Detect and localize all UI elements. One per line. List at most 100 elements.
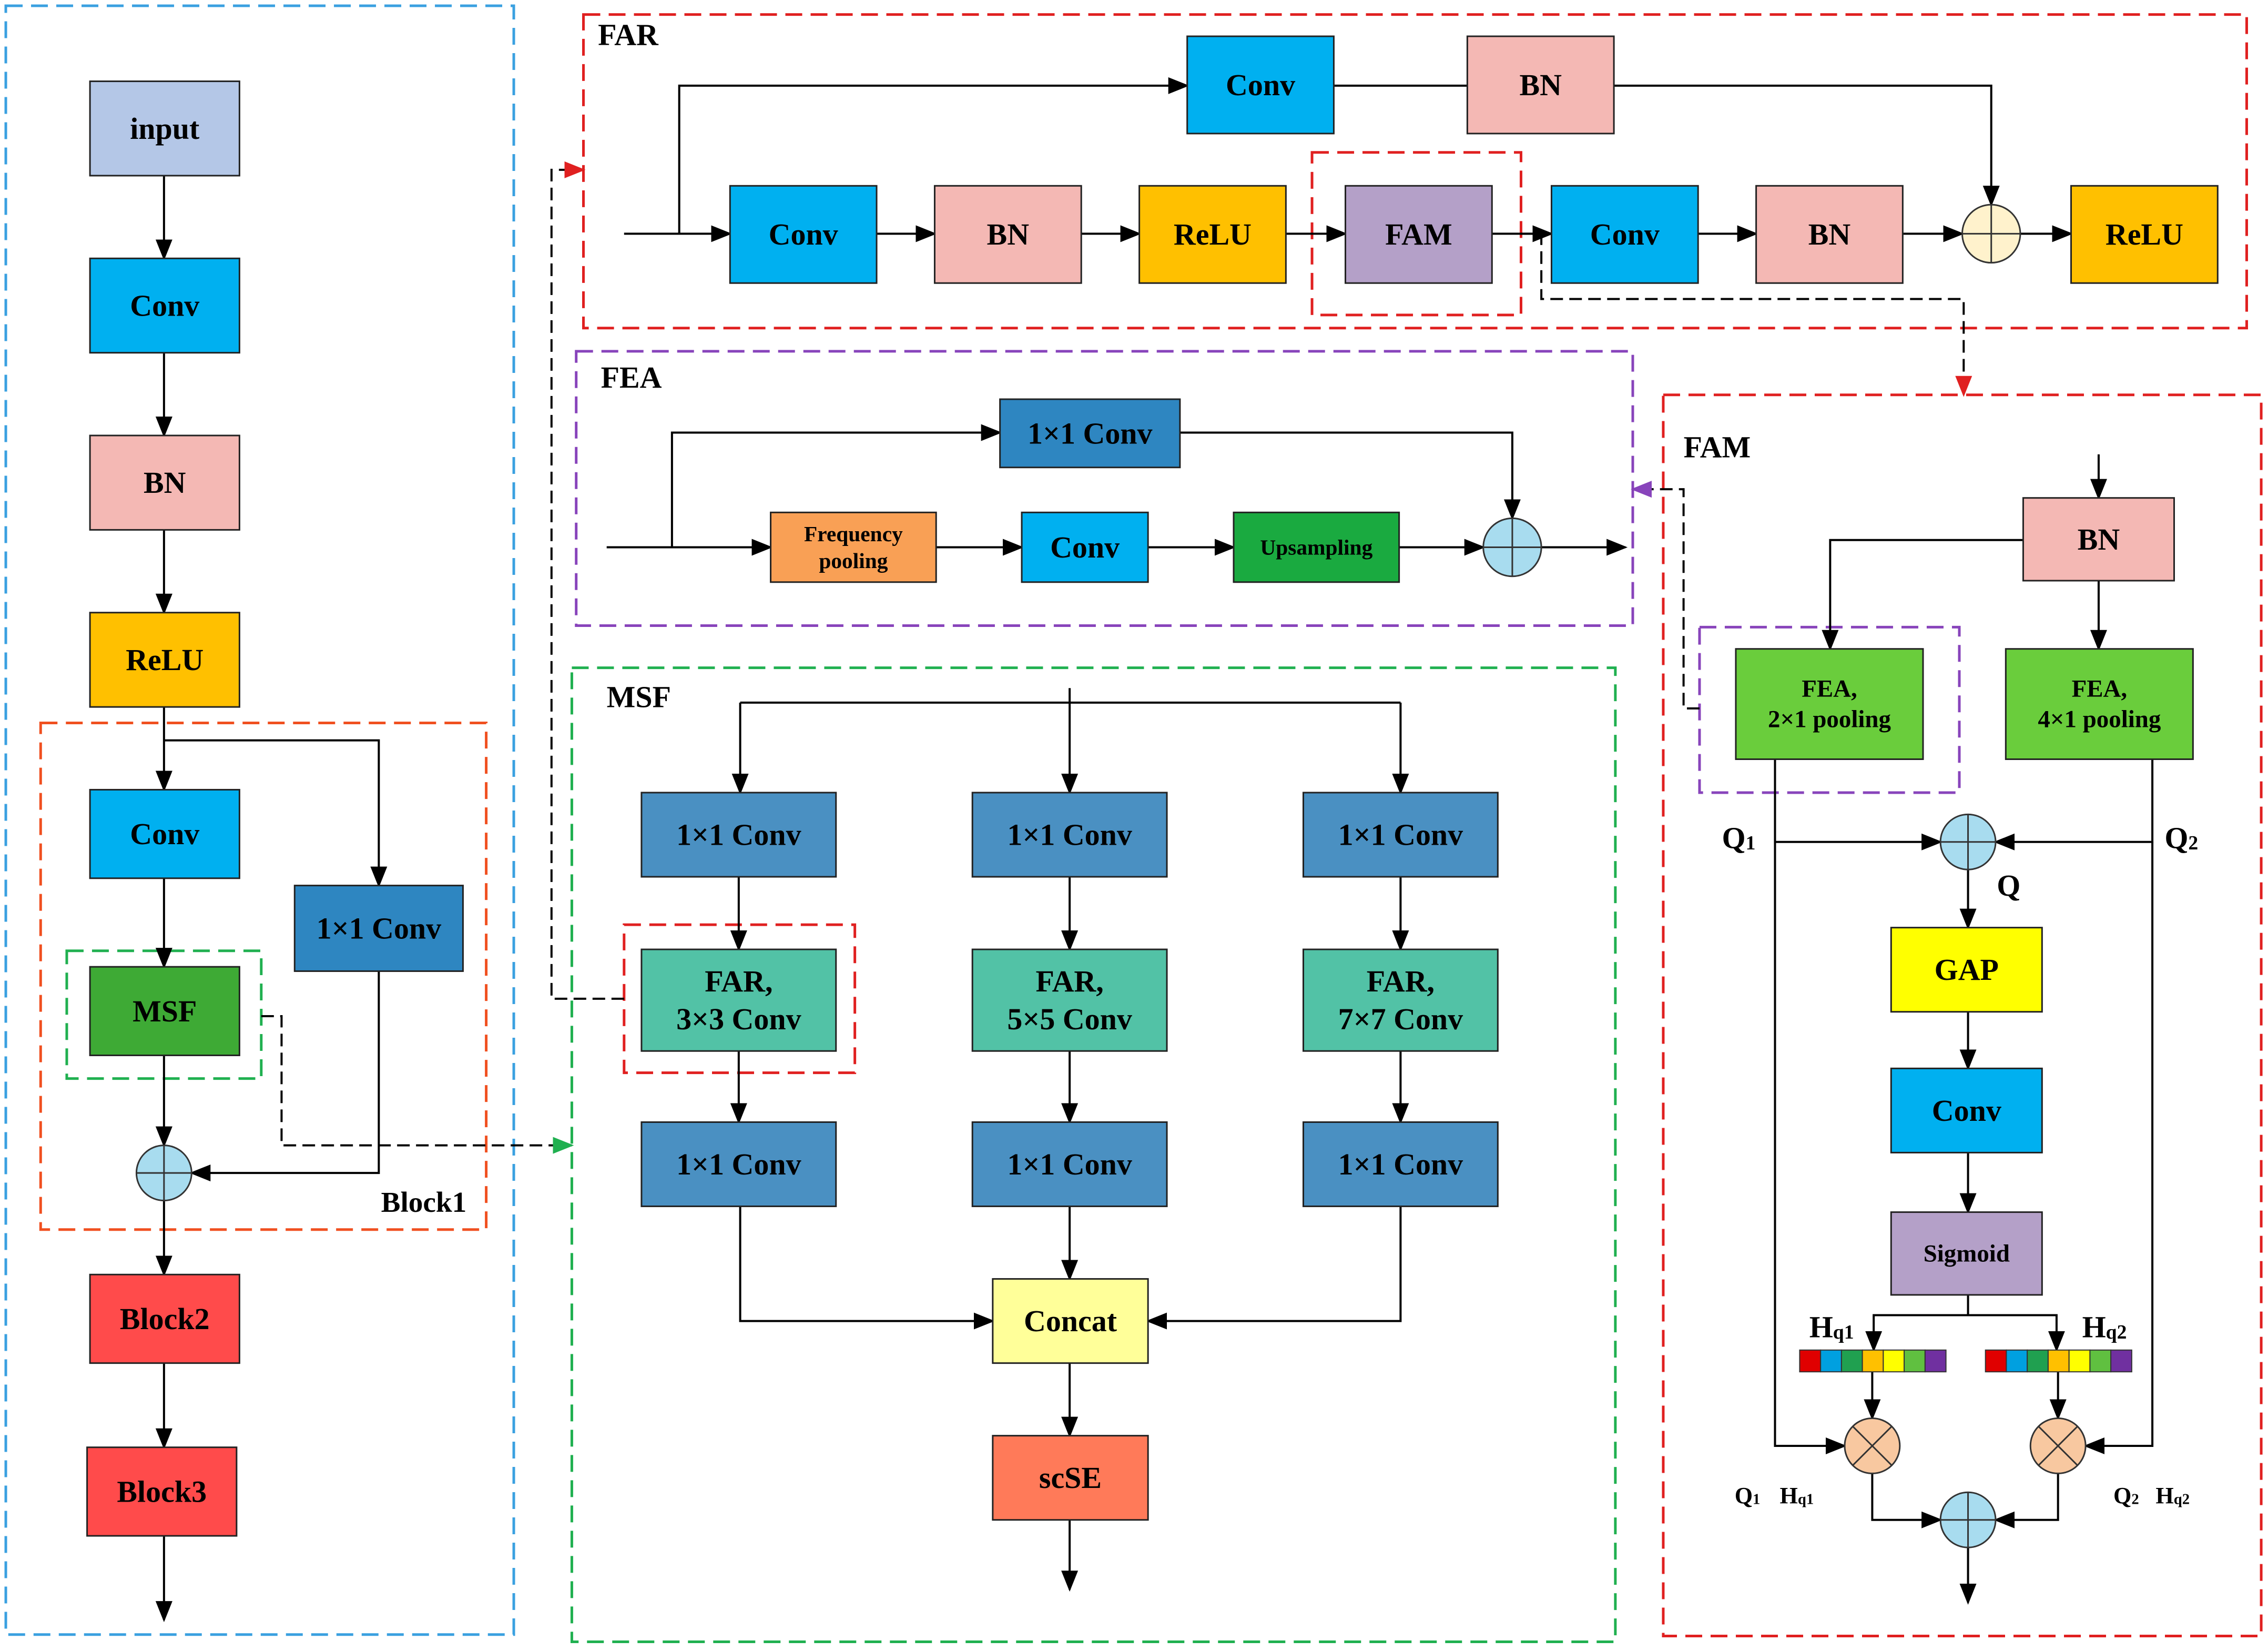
backbone-frame [4,4,515,1636]
fam-hq1-weight-strip-cell [1820,1349,1842,1373]
operator-nodes [135,204,2132,1548]
fam-conv-box-label: Conv [1932,1093,2001,1128]
fam-hq1-label-subscript: q1 [1833,1321,1854,1343]
msf-branch3-far-box-label-line2: 7×7 Conv [1338,1002,1463,1036]
fam-q-label: Q [1997,868,2020,903]
msf-frame [570,666,1617,1644]
fam-hq1-weight-strip [1799,1349,1947,1373]
fam-hq1-weight-strip-cell [1862,1349,1884,1373]
fam-hq1-weight-strip-cell [1799,1349,1822,1373]
msf-concat-box-label: Concat [1024,1304,1117,1338]
msf-branch1-conv1x1-b-box-label: 1×1 Conv [676,1147,801,1181]
fam-q2-label-main: Q [2164,821,2188,855]
fam-fea2-box [2005,648,2194,760]
fam-frame [1662,393,2263,1638]
fea-freq-pool-box-label-line1: Frequency [804,522,903,546]
fam-hq2-weight-strip-cell [2027,1349,2049,1373]
msf-branch1-conv1x1-a-box [640,792,837,878]
fam-mul1-node [1844,1417,1901,1474]
msf-branch2-conv1x1-b-box [971,1121,1168,1208]
fam-prod1-q-subscript: 1 [1753,1491,1760,1508]
block1-sum-node [135,1144,192,1202]
fea-sum-node [1482,517,1542,578]
block1-frame [39,721,488,1231]
fam-hq2-weight-strip-cell [2089,1349,2112,1373]
msf-branch1-far-box-label-line2: 3×3 Conv [676,1002,801,1036]
fam-sigmoid-box [1890,1211,2043,1296]
msf-branch3-far-box [1302,948,1499,1052]
fam-mul2-node [2029,1417,2087,1474]
far-conv2-box-label: Conv [1590,217,1660,251]
msf-branch3-conv1x1-b-box-label: 1×1 Conv [1338,1147,1463,1181]
block3-box [86,1446,238,1537]
msf-branch2-conv1x1-b-box-label: 1×1 Conv [1007,1147,1132,1181]
fam-prod1-q-main: Q [1735,1482,1753,1508]
fam-hq1-label: Hq1 [1809,1310,1854,1344]
backbone-bn-box-label: BN [144,465,186,500]
far-top-bn-box [1466,35,1615,135]
msf-scse-box [992,1435,1149,1521]
fam-fea1-to-sum [1774,759,1943,850]
far-top-conv-box [1186,35,1335,135]
block1-msf-box [89,966,240,1057]
msf-branch3-to-concat [1146,1206,1402,1330]
block1-conv-box-label: Conv [130,817,199,851]
connector-lines [155,77,2154,1623]
fam-hq2-weight-strip-cell [2047,1349,2070,1373]
far-skip-to-top-conv [678,77,1189,234]
fam-hq2-label: Hq2 [2082,1310,2127,1344]
fam-fea2-box-label-line1: FEA, [2072,675,2128,703]
fam-bn-box-label: BN [2078,522,2120,556]
msf-branch3-conv1x1-a-box-label: 1×1 Conv [1338,818,1463,852]
msf-branch1-to-concat [739,1206,995,1330]
relu-to-conv1x1 [164,739,388,888]
blocks [86,35,2219,1537]
input-box [89,80,240,177]
far-bn2-box-label: BN [1808,217,1851,251]
fea-ref-arrow [1631,481,1700,710]
fam-hq1-weight-strip-cell [1924,1349,1947,1373]
msf-branch2-conv1x1-a-box [971,792,1168,878]
msf-branch1-far-box [640,948,837,1052]
fam-hq1-weight-strip-cell [1883,1349,1905,1373]
block2-box [89,1273,240,1364]
far-top-bn-box-label: BN [1519,68,1562,102]
fam-hq2-weight-strip-cell [2006,1349,2028,1373]
fam-hq1-label-main: H [1809,1310,1833,1344]
msf-scse-box-label: scSE [1039,1461,1102,1495]
backbone-conv-box-label: Conv [130,288,199,322]
fam-q1-label-main: Q [1722,821,1746,855]
block1-conv1x1-box [293,885,464,972]
far-ref-arrow [550,161,624,1000]
fam-hq2-label-subscript: q2 [2106,1321,2127,1343]
far-fam-box [1345,185,1493,284]
far-top-bn-to-sum [1614,84,2000,207]
far-relu-box [1138,185,1287,284]
fea-conv-box-label: Conv [1050,530,1120,564]
fam-q1-label-subscript: 1 [1746,832,1756,854]
far-title: FAR [598,18,659,52]
fam-prod2-q-main: Q [2113,1482,2131,1508]
fam-hq2-label-main: H [2082,1310,2106,1344]
fam-fea1-box-label-line2: 2×1 pooling [1768,706,1891,733]
far-top-conv-box-label: Conv [1226,68,1295,102]
fam-hq2-weight-strip-cell [2068,1349,2091,1373]
fam-q1-to-mul1 [1774,842,1847,1454]
fea-conv1x1-to-sum [1179,431,1521,521]
backbone-conv-box [89,257,240,354]
fam-mul1-to-sum [1871,1473,1943,1528]
far-conv-box-label: Conv [769,217,838,251]
fea-conv1x1-box-label: 1×1 Conv [1028,416,1153,450]
msf-branch2-conv1x1-a-box-label: 1×1 Conv [1007,818,1132,852]
msf-branch1-conv1x1-b-box [640,1121,837,1208]
fam-conv-box [1890,1067,2043,1153]
fam-prod2-h-subscript: q2 [2174,1491,2190,1508]
fam-fea1-box [1735,648,1924,760]
fam-title: FAM [1684,430,1751,464]
block1-conv-box [89,788,240,879]
far-bn2-box [1755,185,1904,284]
fam-sigmoid-box-label: Sigmoid [1924,1240,2010,1267]
fam-prod1-h-subscript: q1 [1798,1491,1814,1508]
fam-prod2-q-subscript: 2 [2131,1491,2139,1508]
msf-branch3-conv1x1-a-box [1302,792,1499,878]
